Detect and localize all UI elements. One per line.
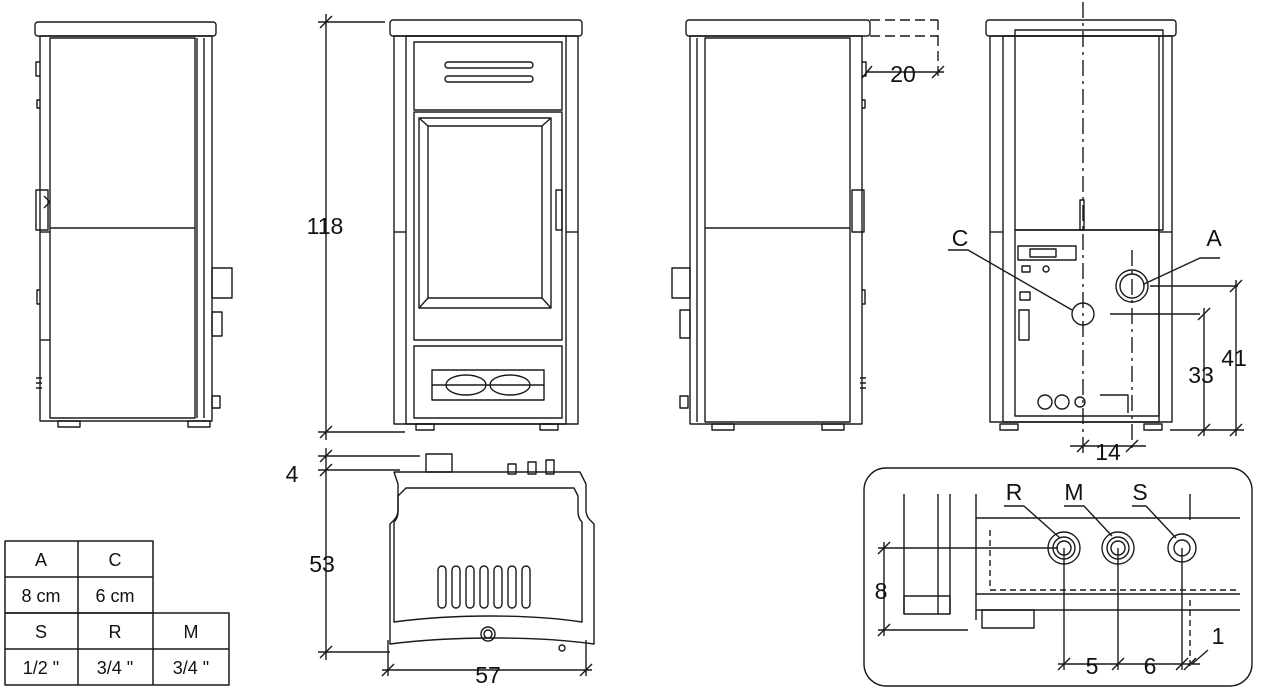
top-vent-slots — [437, 565, 531, 609]
height-label: 118 — [307, 213, 344, 239]
table-value-a: 8 cm — [21, 586, 60, 606]
top-view — [318, 448, 595, 677]
rear-view — [948, 2, 1244, 456]
gap-s-label: 1 — [1212, 623, 1225, 649]
table-header-m: M — [184, 622, 199, 642]
table-value-c: 6 cm — [95, 586, 134, 606]
axis-offset-label: 14 — [1095, 439, 1121, 465]
table-value-r: 3/4 " — [97, 658, 133, 678]
r-label: R — [1006, 479, 1023, 505]
flue-offset-label: 20 — [890, 61, 916, 87]
top-clearance-label: 4 — [286, 461, 299, 487]
table-value-m: 3/4 " — [173, 658, 209, 678]
right-side-view — [671, 19, 945, 431]
table-header-r: R — [109, 622, 122, 642]
height-dimension — [318, 14, 405, 440]
gap-ms-label: 6 — [1144, 653, 1157, 679]
table-value-s: 1/2 " — [23, 658, 59, 678]
c-height-label: 33 — [1188, 362, 1214, 388]
width-label: 57 — [475, 662, 501, 688]
gap-rm-label: 5 — [1086, 653, 1099, 679]
s-label: S — [1132, 479, 1147, 505]
a-height-label: 41 — [1221, 345, 1247, 371]
connection-table — [4, 540, 230, 686]
table-header-a: A — [35, 550, 47, 570]
c-label: C — [952, 225, 969, 251]
depth-label: 53 — [309, 551, 335, 577]
a-label: A — [1206, 225, 1222, 251]
detail-height-label: 8 — [875, 578, 888, 604]
left-side-view — [34, 21, 233, 428]
front-view — [389, 19, 583, 431]
m-label: M — [1064, 479, 1083, 505]
table-header-c: C — [109, 550, 122, 570]
connections-detail — [863, 467, 1253, 687]
table-header-s: S — [35, 622, 47, 642]
